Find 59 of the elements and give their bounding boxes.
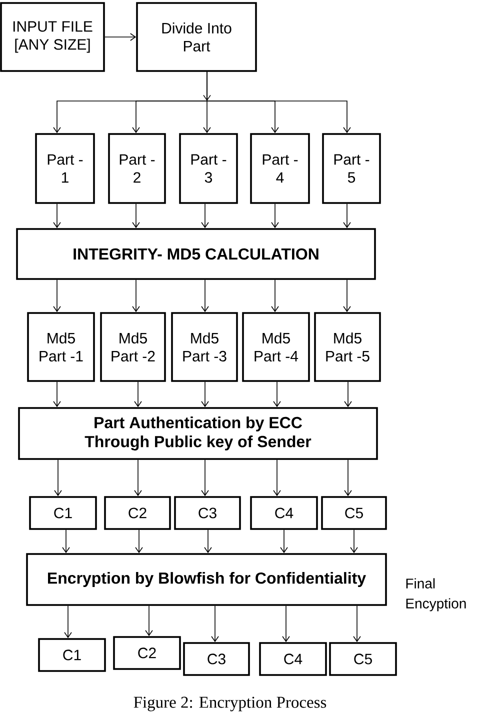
arrow [353,606,361,642]
arrow [344,382,352,408]
side-label: Final Encyption [406,578,466,612]
arrow [62,530,70,554]
cipher-box: C2 [113,636,181,670]
arrow [201,460,209,496]
arrow [53,280,61,312]
arrow [350,530,358,554]
arrow [206,72,351,134]
cipher-box: C5 [321,496,387,530]
part-box: Part - 4 [250,133,310,204]
cipher-box: C5 [329,642,397,676]
arrow [53,204,61,228]
arrow [53,382,61,408]
arrow [132,280,140,312]
cipher-box: C3 [174,496,241,530]
arrow [135,530,143,554]
arrow [201,204,209,228]
part-box: Part - 1 [35,133,95,204]
hash-box: Md5 Part -1 [27,312,95,382]
cipher-box: C4 [259,642,327,676]
arrow [64,606,72,638]
arrow [104,33,136,41]
arrow [201,382,209,408]
arrow [271,280,279,312]
arrow [54,460,62,496]
part-box: Part - 5 [322,133,381,204]
process-box: Part Authentication by ECC Through Public key of Sender [18,407,378,460]
arrow [132,204,140,228]
part-box: Part - 3 [179,133,238,204]
arrow [134,382,142,408]
caption: Figure 2: Encryption Process [134,696,326,712]
cipher-box: C4 [250,496,318,530]
hash-box: Md5 Part -3 [171,312,238,382]
cipher-box: C2 [104,496,171,530]
arrow [282,606,290,642]
hash-box: Md5 Part -5 [314,312,381,382]
process-box: Encryption by Blowfish for Confidentiality [26,553,387,606]
arrow [211,606,219,642]
arrow [344,460,352,496]
arrow [271,204,279,228]
hash-box: Md5 Part -2 [100,312,166,382]
part-box: Part - 2 [108,133,166,204]
cipher-box: C1 [38,638,106,672]
arrow [201,280,209,312]
arrow [343,204,351,228]
process-box: INPUT FILE [ANY SIZE] [0,2,105,72]
arrow [134,460,142,496]
arrow [343,280,351,312]
arrow [280,530,288,554]
cipher-box: C3 [183,642,250,676]
arrow [204,530,212,554]
process-box: INTEGRITY- MD5 CALCULATION [16,228,376,280]
cipher-box: C1 [29,496,97,530]
hash-box: Md5 Part -4 [242,312,310,382]
arrow [273,460,281,496]
process-box: Divide Into Part [136,2,257,72]
arrow [145,606,153,636]
arrow [273,382,281,408]
